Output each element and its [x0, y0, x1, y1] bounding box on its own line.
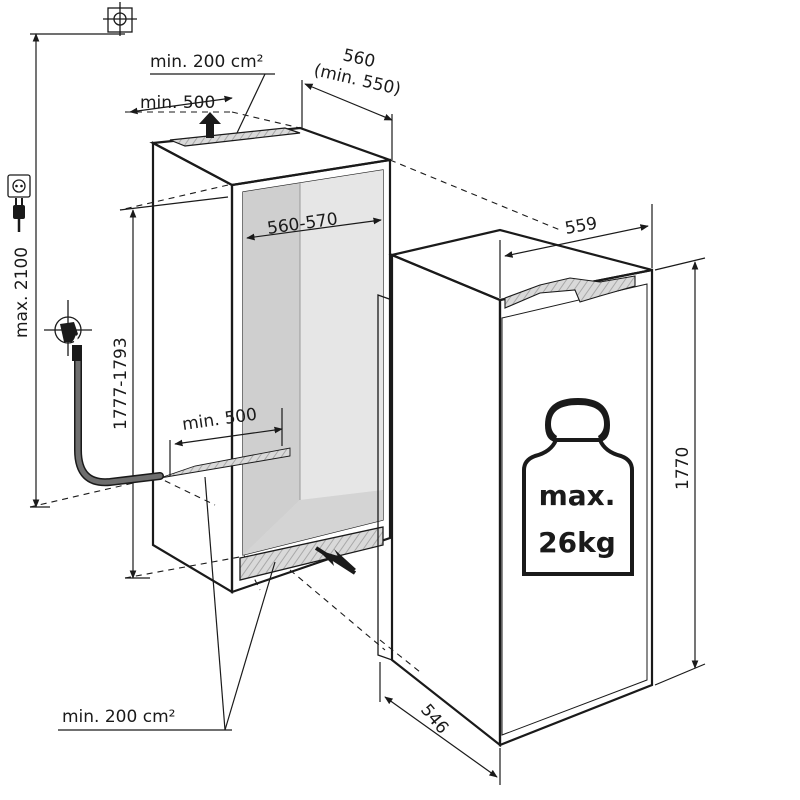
power-socket-icon — [7, 174, 31, 198]
max-height-label: max. 2100 — [12, 247, 32, 338]
weight-label-line1: max. — [539, 479, 616, 512]
niche-height-dimension — [119, 196, 229, 579]
appliance — [377, 228, 654, 748]
appliance-depth-dimension — [379, 662, 501, 785]
top-clearance-label: min. 500 — [140, 93, 215, 113]
appliance-depth-label: 546 — [416, 700, 452, 738]
water-tap-icon — [44, 300, 92, 361]
airflow-in-arrow — [314, 546, 357, 575]
weight-label-line2: 26kg — [538, 526, 616, 559]
water-hose — [74, 351, 164, 487]
max-height-dimension — [30, 33, 125, 508]
appliance-height-dimension — [654, 257, 706, 686]
cabinet-niche — [149, 126, 392, 594]
weight-icon — [522, 398, 634, 576]
top-vent-area-label: min. 200 cm² — [150, 52, 263, 72]
niche-height-label: 1777-1793 — [111, 337, 131, 430]
bottom-vent-area-label: min. 200 cm² — [62, 707, 175, 727]
appliance-width-label: 559 — [563, 214, 598, 239]
appliance-height-label: 1770 — [673, 447, 693, 490]
airflow-up-arrow — [199, 112, 221, 138]
crosshair-anchor-icon — [103, 2, 137, 36]
power-plug-icon — [13, 198, 25, 232]
